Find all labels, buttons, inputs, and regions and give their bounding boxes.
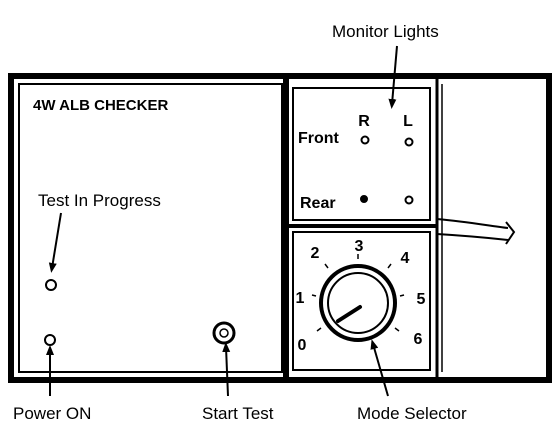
mode-dial-position-labels: 0 1 2 3 4 5 6 <box>296 238 426 354</box>
start-test-label: Start Test <box>202 404 274 423</box>
start-test-button-center <box>219 328 229 338</box>
power-on-lamp <box>44 334 56 346</box>
device-title: 4W ALB CHECKER <box>33 97 168 114</box>
callout-arrows <box>46 45 398 397</box>
mode-selector-arrow <box>370 339 389 397</box>
monitor-row-front-label: Front <box>298 130 340 147</box>
front-left-light <box>404 137 414 147</box>
monitor-window <box>292 87 431 221</box>
mode-dial-pointer <box>336 305 362 323</box>
dial-position-1: 1 <box>296 290 305 307</box>
dial-position-4: 4 <box>401 250 410 267</box>
test-in-progress-lamp <box>45 279 57 291</box>
monitor-col-right-label: R <box>358 113 370 130</box>
monitor-lights-arrow <box>388 45 398 109</box>
monitor-lights-label: Monitor Lights <box>332 22 439 41</box>
dial-position-0: 0 <box>298 337 307 354</box>
power-on-label: Power ON <box>13 404 91 423</box>
monitor-row-rear-label: Rear <box>300 195 336 212</box>
dial-position-5: 5 <box>417 291 426 308</box>
mode-dial-tick-marks <box>311 254 405 332</box>
test-in-progress-arrow <box>48 212 62 273</box>
start-test-arrow <box>222 342 231 397</box>
front-panel-border <box>18 83 283 373</box>
monitor-col-left-label: L <box>403 113 413 130</box>
mode-selector-window <box>292 231 431 371</box>
mode-selector-label: Mode Selector <box>357 404 467 423</box>
rear-right-light <box>360 195 368 203</box>
test-in-progress-label: Test In Progress <box>38 191 161 210</box>
rear-left-light <box>404 195 414 205</box>
device-housing <box>8 73 552 383</box>
dial-position-6: 6 <box>414 331 423 348</box>
mode-dial-inner <box>327 272 389 334</box>
dial-position-2: 2 <box>311 245 320 262</box>
cable <box>436 218 516 245</box>
front-right-light <box>360 135 370 145</box>
dial-position-3: 3 <box>355 238 364 255</box>
